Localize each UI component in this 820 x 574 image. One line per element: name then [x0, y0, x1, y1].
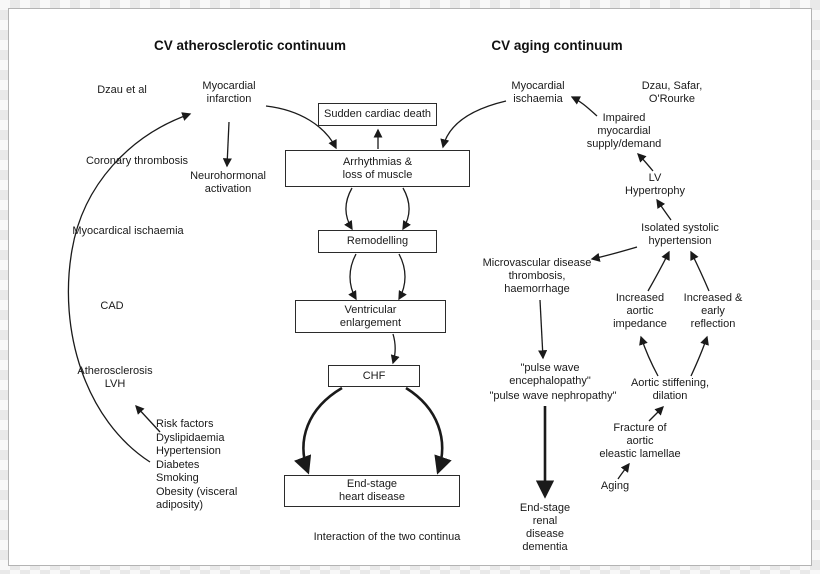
box-chf: CHF [328, 365, 420, 387]
label-aging: Aging [600, 480, 630, 492]
label-myocardial-ischaemia-right: Myocardial ischaemia [511, 80, 565, 105]
label-lv-hypertrophy: LV Hypertrophy [625, 172, 685, 197]
label-aortic-stiffening-dilation: Aortic stiffening, dilation [630, 377, 710, 402]
label-neurohormonal-activation: Neurohormonal activation [190, 170, 266, 195]
label-myocardial-ischaemia-left: Myocardical ischaemia [72, 225, 184, 237]
label-isolated-systolic-hypertension: Isolated systolic hypertension [641, 222, 719, 247]
label-increased-early-reflection: Increased & early reflection [683, 292, 743, 330]
caption-interaction: Interaction of the two continua [313, 531, 461, 543]
label-myocardial-infarction: Myocardial infarction [202, 80, 256, 105]
label-microvascular-disease: Microvascular disease thrombosis, haemor… [482, 257, 592, 295]
label-impaired-supply-demand: Impaired myocardial supply/demand [586, 112, 662, 150]
box-arrhythmias-loss-of-muscle: Arrhythmias & loss of muscle [285, 150, 470, 187]
label-coronary-thrombosis: Coronary thrombosis [85, 155, 189, 167]
box-ventricular-enlargement: Ventricular enlargement [295, 300, 446, 333]
label-end-stage-renal-dementia: End-stage renal disease dementia [519, 502, 571, 553]
title-aging-continuum: CV aging continuum [491, 38, 623, 53]
label-increased-aortic-impedance: Increased aortic impedance [613, 292, 667, 330]
label-pulse-wave-encephalopathy: "pulse wave encephalopathy" [509, 362, 591, 387]
label-atherosclerosis-lvh: Atherosclerosis LVH [77, 365, 153, 390]
box-end-stage-heart-disease: End-stage heart disease [284, 475, 460, 507]
box-sudden-cardiac-death: Sudden cardiac death [318, 103, 437, 126]
title-atherosclerotic-continuum: CV atherosclerotic continuum [153, 38, 347, 53]
label-dzau-et-al: Dzau et al [97, 84, 147, 96]
label-authors-dzau-safar-orourke: Dzau, Safar, O'Rourke [641, 80, 703, 105]
label-cad: CAD [100, 300, 124, 312]
label-pulse-wave-nephropathy: "pulse wave nephropathy" [489, 390, 617, 402]
label-risk-factors: Risk factors Dyslipidaemia Hypertension … [156, 418, 238, 511]
box-remodelling: Remodelling [318, 230, 437, 253]
label-fracture-elastic-lamellae: Fracture of aortic eleastic lamellae [599, 422, 681, 460]
